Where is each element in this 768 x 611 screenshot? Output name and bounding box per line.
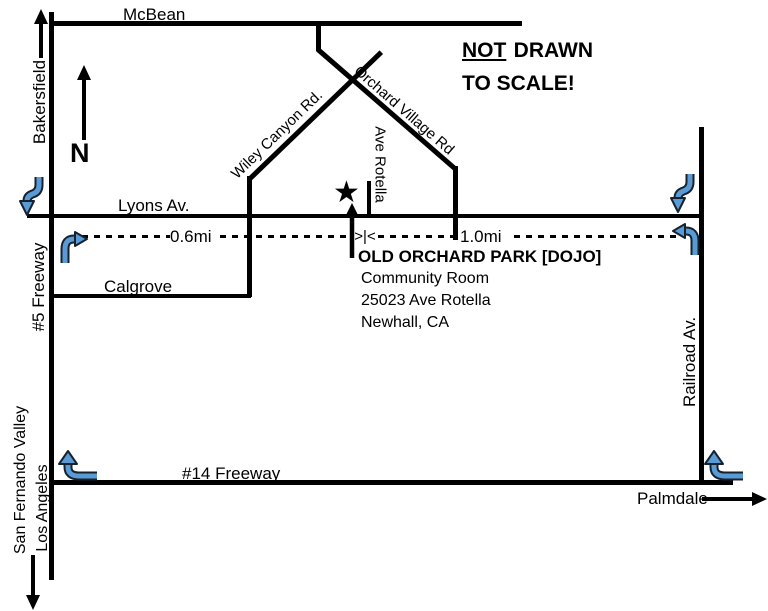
destination-card: OLD ORCHARD PARK [DOJO] Community Room 2…	[358, 246, 601, 334]
road-mcbean	[49, 21, 522, 26]
ramp-icon-5-lyons-north	[19, 177, 44, 216]
road-lyons-av	[27, 214, 704, 218]
distance-dash-segment	[514, 235, 678, 238]
distance-dash-segment	[378, 235, 460, 238]
distance-west-label: 0.6mi	[170, 227, 212, 246]
wiley-canyon-label: Wiley Canyon Rd.	[227, 86, 327, 183]
distance-east-label: 1.0mi	[460, 227, 502, 246]
destination-name: OLD ORCHARD PARK [DOJO]	[358, 247, 602, 266]
road-orchard-village-south	[453, 166, 458, 240]
calgrove-label: Calgrove	[104, 277, 173, 296]
los-angeles-label: Los Angeles	[34, 464, 51, 552]
compass-n-label: N	[70, 138, 90, 168]
road-orchard-village-north	[316, 21, 321, 51]
note-line2: TO SCALE!	[462, 72, 575, 95]
bakersfield-label: Bakersfield	[30, 59, 49, 145]
road-14-freeway	[49, 480, 733, 485]
san-fernando-valley-label: San Fernando Valley	[12, 405, 29, 555]
lyons-av-label: Lyons Av.	[118, 196, 190, 215]
note-word-drawn: DRAWN	[513, 39, 593, 62]
ramp-icon-5-14-freeway	[58, 450, 97, 481]
ramp-icon-5-lyons-south	[60, 231, 88, 263]
destination-address: 25023 Ave Rotella	[361, 292, 491, 309]
road-calgrove	[49, 294, 251, 298]
freeway14-label: #14 Freeway	[182, 464, 281, 483]
distance-dash-segment	[82, 235, 170, 238]
bakersfield-arrow-icon	[34, 9, 48, 58]
railroad-av-label: Railroad Av.	[680, 316, 699, 408]
ramp-icon-railroad-lyons-south	[672, 223, 700, 255]
destination-venue: Community Room	[361, 270, 490, 287]
ramp-icon-railroad-14-freeway	[704, 450, 743, 481]
distance-midpoint-marker: >|<	[354, 228, 376, 245]
distance-dash-segment	[220, 235, 346, 238]
road-wiley-canyon-south	[247, 176, 252, 297]
los-angeles-arrow-icon	[26, 555, 40, 610]
destination-city: Newhall, CA	[361, 314, 450, 331]
palmdale-label: Palmdale	[637, 489, 708, 508]
road-ave-rotella	[367, 181, 371, 216]
destination-pointer-arrow-icon	[345, 203, 359, 258]
star-icon: ★	[333, 176, 360, 209]
ave-rotella-label: Ave Rotella	[371, 126, 389, 203]
orchard-village-label: Orchard Village Rd	[350, 62, 458, 159]
freeway5-label: #5 Freeway	[29, 242, 48, 332]
note-word-not: NOT	[462, 39, 507, 62]
not-to-scale-note: NOT DRAWN TO SCALE!	[462, 34, 593, 100]
road-railroad-av	[699, 127, 704, 485]
ramp-icon-railroad-lyons-north	[670, 174, 695, 213]
north-arrow-icon	[77, 65, 91, 140]
mcbean-label: McBean	[123, 5, 186, 24]
palmdale-arrow-icon	[702, 492, 767, 506]
